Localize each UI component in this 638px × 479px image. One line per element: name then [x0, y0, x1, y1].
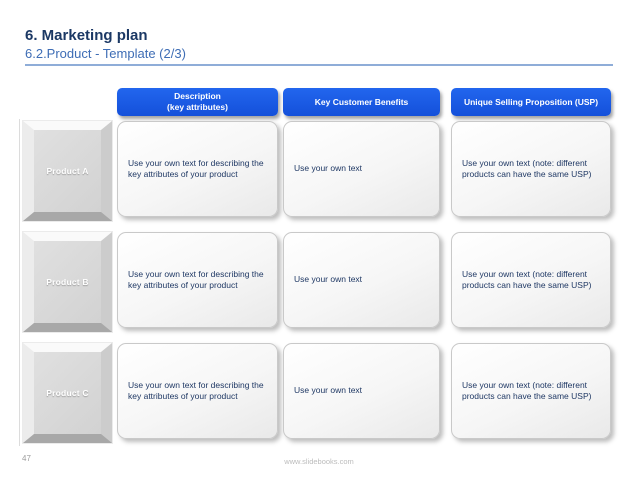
- slide-title: 6. Marketing plan: [25, 27, 148, 44]
- table-row-product-b: Product B Use your own text for describi…: [0, 231, 638, 333]
- product-a-description-text: Use your own text for describing the key…: [128, 157, 264, 179]
- product-a-usp-text: Use your own text (note: different produ…: [462, 157, 592, 179]
- product-c-benefits-text: Use your own text: [294, 385, 363, 396]
- column-header-usp: Unique Selling Proposition (USP): [451, 88, 611, 116]
- product-b-usp-text: Use your own text (note: different produ…: [462, 268, 592, 290]
- column-header-description: Description (key attributes): [117, 88, 278, 116]
- product-b-description-text: Use your own text for describing the key…: [128, 268, 264, 290]
- table-row-product-c: Product C Use your own text for describi…: [0, 342, 638, 444]
- column-header-benefits: Key Customer Benefits: [283, 88, 440, 116]
- product-b-usp-cell: Use your own text (note: different produ…: [451, 232, 611, 328]
- table-left-edge-line: [19, 119, 20, 446]
- product-c-description-text: Use your own text for describing the key…: [128, 379, 264, 401]
- product-c-usp-cell: Use your own text (note: different produ…: [451, 343, 611, 439]
- product-c-benefits-cell: Use your own text: [283, 343, 440, 439]
- product-a-description-cell: Use your own text for describing the key…: [117, 121, 278, 217]
- product-a-benefits-cell: Use your own text: [283, 121, 440, 217]
- product-a-benefits-text: Use your own text: [294, 163, 363, 174]
- product-b-benefits-text: Use your own text: [294, 274, 363, 285]
- product-c-description-cell: Use your own text for describing the key…: [117, 343, 278, 439]
- slide-subtitle: 6.2.Product - Template (2/3): [25, 46, 186, 61]
- footer-url: www.slidebooks.com: [284, 457, 354, 466]
- product-b-description-cell: Use your own text for describing the key…: [117, 232, 278, 328]
- title-divider-line: [25, 64, 613, 66]
- product-a-label-box: Product A: [22, 120, 113, 222]
- product-b-benefits-cell: Use your own text: [283, 232, 440, 328]
- product-a-usp-cell: Use your own text (note: different produ…: [451, 121, 611, 217]
- product-c-usp-text: Use your own text (note: different produ…: [462, 379, 592, 401]
- product-c-label: Product C: [46, 388, 89, 398]
- page-number: 47: [22, 454, 31, 463]
- product-b-label-box: Product B: [22, 231, 113, 333]
- product-b-label: Product B: [46, 277, 89, 287]
- product-c-label-box: Product C: [22, 342, 113, 444]
- product-a-label: Product A: [46, 166, 89, 176]
- table-row-product-a: Product A Use your own text for describi…: [0, 120, 638, 222]
